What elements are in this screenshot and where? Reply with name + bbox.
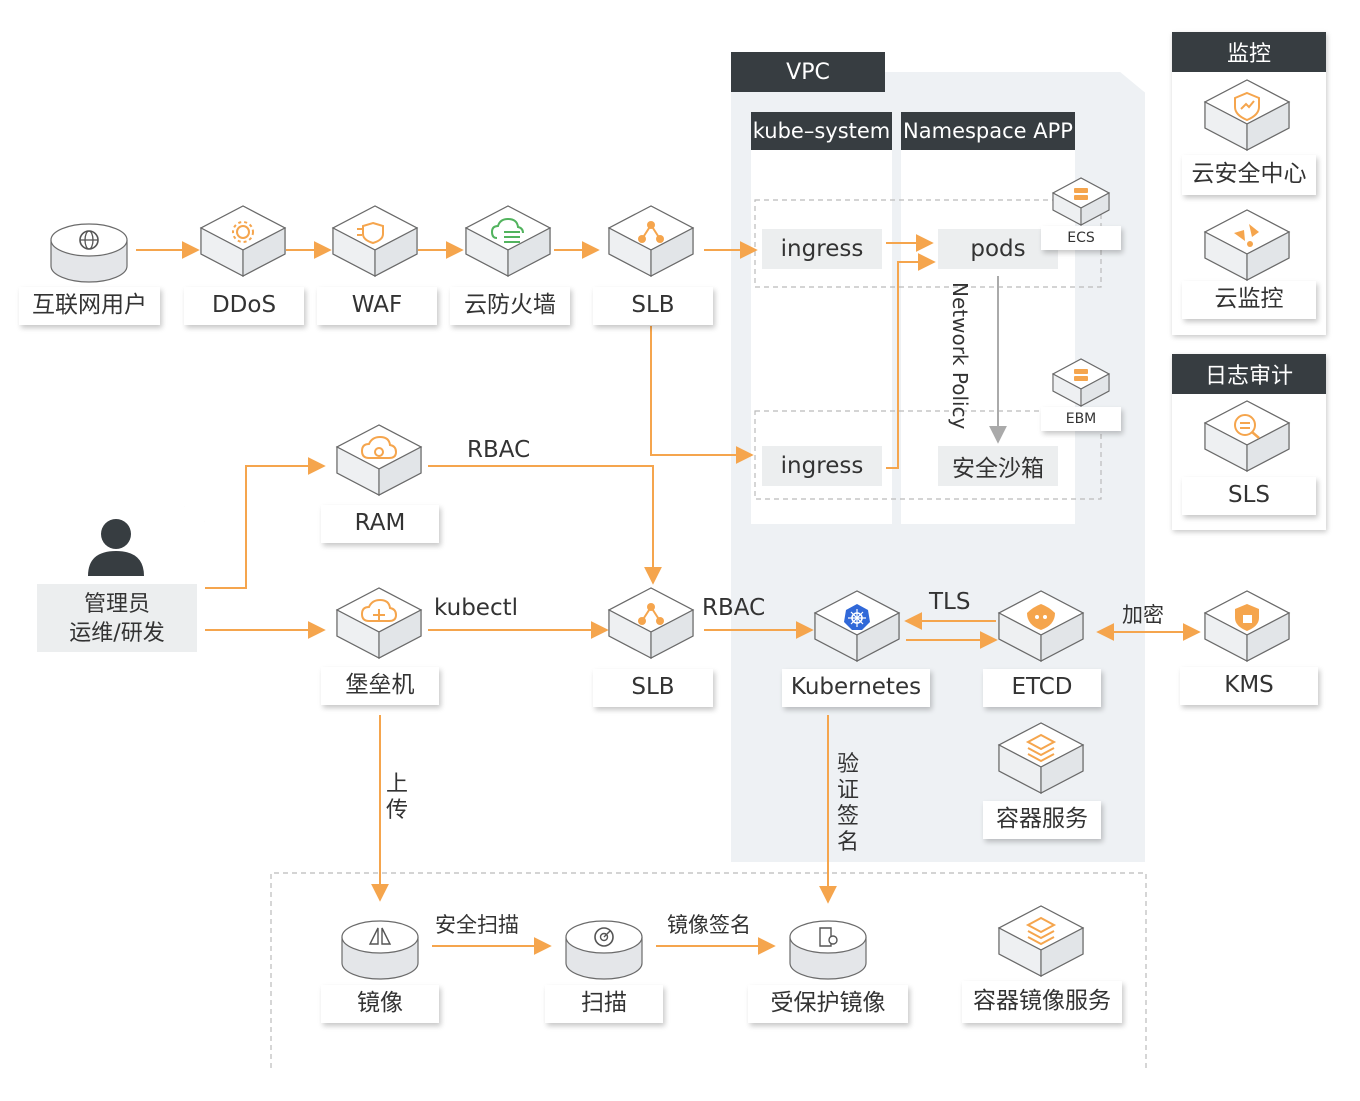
slb-mid-icon bbox=[608, 587, 694, 659]
registry-service-label: 容器镜像服务 bbox=[962, 981, 1122, 1023]
cloud-monitor-label: 云监控 bbox=[1182, 281, 1316, 319]
registry-service-icon bbox=[998, 905, 1084, 977]
security-center-label: 云安全中心 bbox=[1182, 155, 1316, 195]
waf-label: WAF bbox=[317, 287, 437, 325]
encrypt-label: 加密 bbox=[1122, 603, 1164, 627]
security-scan-label: 安全扫描 bbox=[435, 913, 519, 937]
globe-icon bbox=[50, 223, 128, 283]
image-icon bbox=[341, 920, 419, 980]
etcd-icon bbox=[998, 590, 1084, 662]
upload-label: 上传 bbox=[385, 772, 408, 823]
vpc-title: VPC bbox=[731, 52, 885, 92]
protected-image-label: 受保护镜像 bbox=[748, 985, 908, 1023]
ddos-label: DDoS bbox=[184, 287, 304, 325]
bastion-label: 堡垒机 bbox=[321, 667, 439, 705]
container-service-label: 容器服务 bbox=[983, 801, 1101, 839]
monitor-title: 监控 bbox=[1172, 32, 1326, 72]
rbac-top-label: RBAC bbox=[467, 437, 531, 463]
ram-icon bbox=[336, 424, 422, 496]
sls-icon bbox=[1204, 400, 1290, 472]
namespace-app-title: Namespace APP bbox=[901, 112, 1075, 150]
slb-top-label: SLB bbox=[593, 287, 713, 325]
ingress-top: ingress bbox=[762, 229, 882, 269]
protected-image-icon bbox=[789, 920, 867, 980]
bastion-icon bbox=[336, 587, 422, 659]
kubernetes-icon bbox=[814, 590, 900, 662]
cloud-monitor-icon bbox=[1204, 209, 1290, 281]
image-sign-label: 镜像签名 bbox=[667, 913, 751, 937]
scan-label: 扫描 bbox=[545, 985, 663, 1023]
sandbox-box: 安全沙箱 bbox=[938, 446, 1058, 486]
container-service-icon bbox=[998, 722, 1084, 794]
etcd-label: ETCD bbox=[983, 669, 1101, 707]
kms-icon bbox=[1204, 590, 1290, 662]
slb-mid-label: SLB bbox=[593, 669, 713, 707]
kubectl-label: kubectl bbox=[434, 595, 518, 621]
waf-icon bbox=[332, 205, 418, 277]
sls-label: SLS bbox=[1182, 477, 1316, 515]
scan-icon bbox=[565, 920, 643, 980]
admin-label: 管理员 运维/研发 bbox=[37, 590, 197, 648]
ecs-icon bbox=[1052, 177, 1110, 226]
security-center-icon bbox=[1204, 79, 1290, 151]
cloud-firewall-label: 云防火墙 bbox=[450, 287, 570, 325]
admin-label-bg bbox=[37, 584, 197, 652]
verify-sign-label: 验证签名 bbox=[836, 752, 859, 855]
slb-top-icon bbox=[608, 205, 694, 277]
rbac-mid-label: RBAC bbox=[702, 595, 766, 621]
ebm-icon bbox=[1052, 358, 1110, 407]
ram-label: RAM bbox=[321, 505, 439, 543]
kubernetes-label: Kubernetes bbox=[782, 669, 930, 707]
kms-label: KMS bbox=[1180, 667, 1318, 705]
internet-user-label: 互联网用户 bbox=[19, 287, 160, 325]
connectors bbox=[136, 234, 1201, 955]
image-label: 镜像 bbox=[321, 985, 439, 1023]
kube-system-title: kube–system bbox=[751, 112, 892, 150]
admin-avatar-icon bbox=[88, 519, 144, 576]
pods-box: pods bbox=[938, 229, 1058, 269]
tls-label: TLS bbox=[929, 589, 971, 615]
audit-title: 日志审计 bbox=[1172, 354, 1326, 394]
ingress-bottom: ingress bbox=[762, 446, 882, 486]
ddos-icon bbox=[200, 205, 286, 277]
ebm-label: EBM bbox=[1041, 407, 1121, 431]
cloud-firewall-icon bbox=[465, 205, 551, 277]
admin-label-line1: 管理员 bbox=[83, 592, 150, 617]
admin-label-line2: 运维/研发 bbox=[69, 621, 165, 646]
ecs-label: ECS bbox=[1041, 226, 1121, 250]
network-policy-label: Network Policy bbox=[948, 282, 972, 430]
